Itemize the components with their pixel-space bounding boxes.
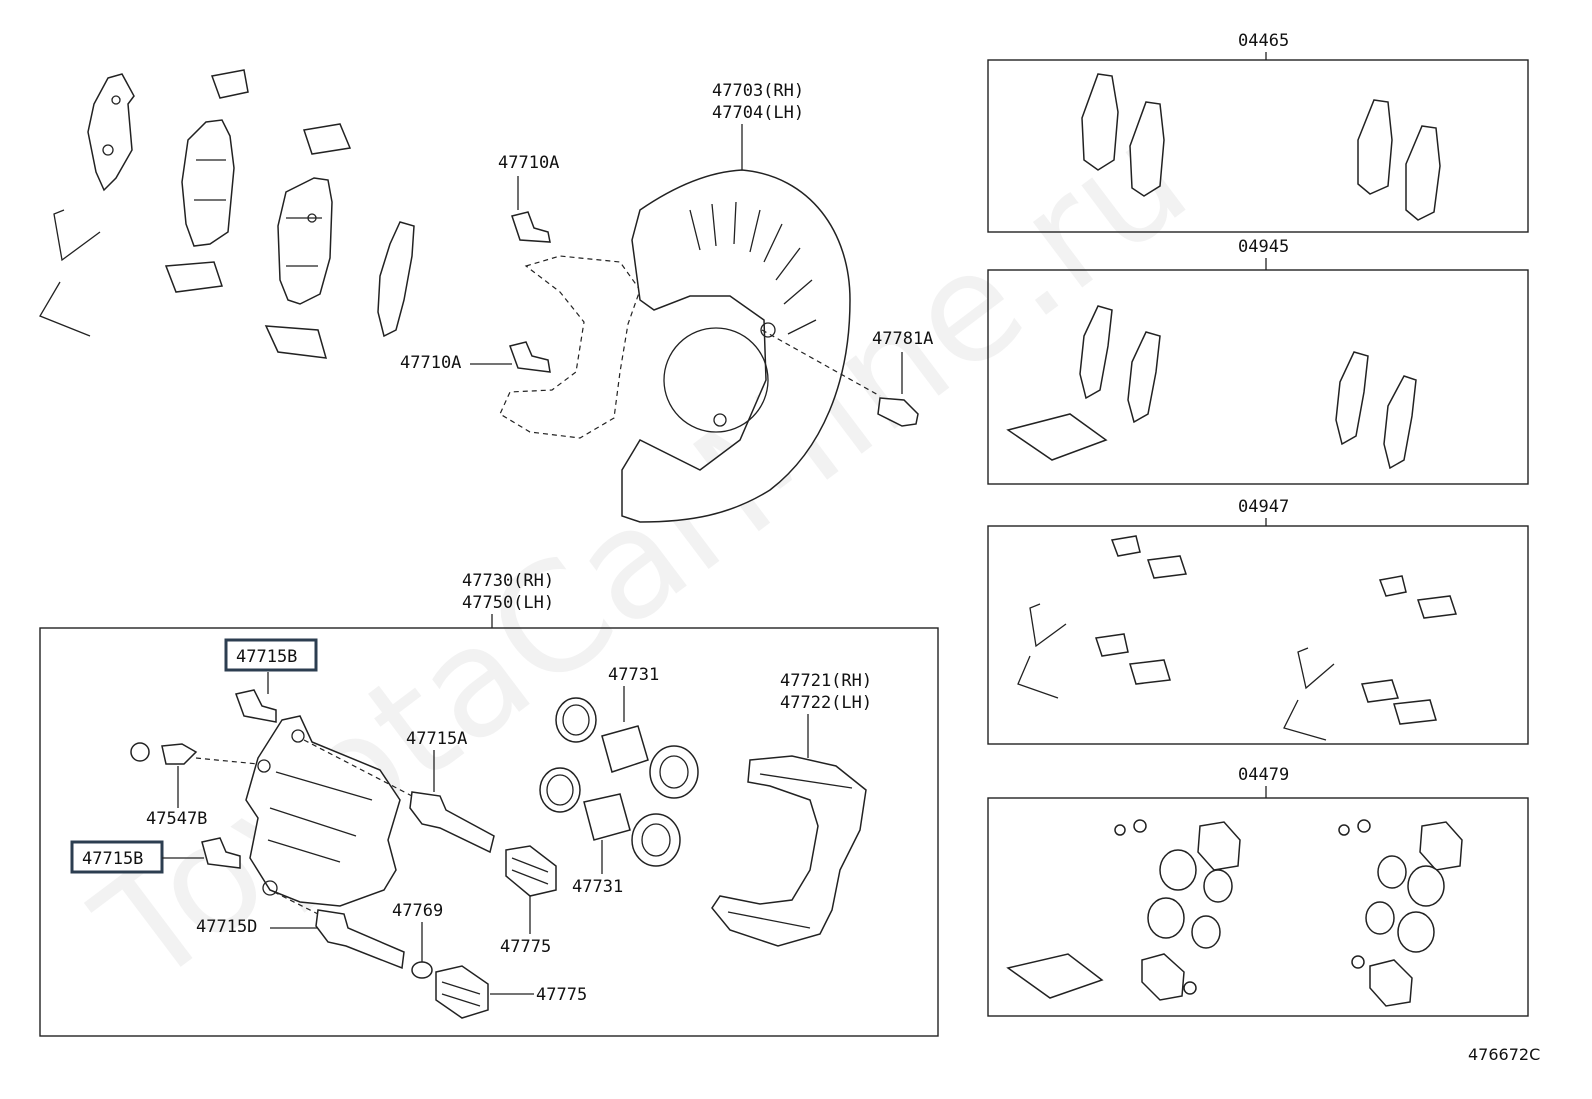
caliper-mount-bolt-top[interactable] — [511, 211, 551, 243]
kit-04465-pads — [1081, 73, 1441, 221]
caliper-assembly-box — [39, 627, 939, 1037]
piston-boot-upper[interactable] — [649, 745, 699, 799]
label-47722-lh: 47722(LH) — [780, 693, 872, 713]
caliper-bolt-47715b-left[interactable] — [201, 837, 241, 869]
highlight-47715b-left[interactable] — [70, 840, 164, 874]
caliper-bolt-47715b-top[interactable] — [235, 689, 277, 723]
slide-pin-47715d[interactable] — [315, 909, 405, 970]
kit-box-04465[interactable] — [987, 59, 1529, 233]
piston-boot-lower[interactable] — [631, 813, 681, 867]
label-kit-04945: 04945 — [1238, 237, 1289, 257]
anti-rattle-spring-2[interactable] — [39, 281, 91, 337]
kit-box-04947[interactable] — [987, 525, 1529, 745]
label-47704-lh: 47704(LH) — [712, 103, 804, 123]
anti-rattle-spring-1[interactable] — [53, 209, 101, 262]
pad-support-clip-top-2[interactable] — [303, 123, 352, 155]
label-kit-04479: 04479 — [1238, 765, 1289, 785]
label-47715b-left: 47715B — [82, 849, 143, 869]
label-47703-rh: 47703(RH) — [712, 81, 804, 101]
caliper-mount-dashed — [499, 255, 641, 439]
bleeder-cap[interactable] — [130, 742, 150, 762]
disc-brake-cylinder-mounting[interactable] — [711, 755, 867, 947]
bushing-47769[interactable] — [411, 961, 433, 979]
kit-box-04945[interactable] — [987, 269, 1529, 485]
label-47731-top: 47731 — [608, 665, 659, 685]
label-47781a: 47781A — [872, 329, 933, 349]
slide-pin-47715a[interactable] — [409, 791, 495, 854]
anti-squeal-shim-right[interactable] — [377, 221, 415, 338]
label-47721-rh: 47721(RH) — [780, 671, 872, 691]
disc-brake-dust-cover[interactable] — [621, 169, 851, 523]
brake-pad-left[interactable] — [181, 119, 235, 247]
label-47710a-middle: 47710A — [400, 353, 461, 373]
caliper-mount-bolt-middle[interactable] — [509, 341, 551, 373]
label-kit-04947: 04947 — [1238, 497, 1289, 517]
piston-seal-ring-upper[interactable] — [555, 697, 597, 743]
kit-box-04479[interactable] — [987, 797, 1529, 1017]
label-47715d: 47715D — [196, 917, 257, 937]
label-47730-rh: 47730(RH) — [462, 571, 554, 591]
label-47731-bottom: 47731 — [572, 877, 623, 897]
pad-support-clip-top-1[interactable] — [210, 69, 249, 99]
kit-04479-seals — [1006, 819, 1463, 1007]
highlight-47715b-top[interactable] — [224, 638, 318, 672]
anti-squeal-shim-left[interactable] — [87, 73, 135, 192]
caliper-cylinder-body[interactable] — [245, 715, 401, 907]
diagram-id: 476672C — [1468, 1045, 1540, 1064]
piston-upper[interactable] — [601, 725, 649, 773]
bleeder-plug-47547b[interactable] — [161, 743, 198, 765]
piston-lower[interactable] — [583, 793, 631, 841]
pad-support-clip-bottom-2[interactable] — [264, 325, 328, 359]
pad-shim-group — [39, 69, 415, 359]
kit-04945-shims — [1006, 305, 1417, 470]
label-47715b-top: 47715B — [236, 647, 297, 667]
label-47769: 47769 — [392, 901, 443, 921]
dust-cover-bolt[interactable] — [877, 397, 919, 427]
kit-04947-clips — [1017, 535, 1458, 741]
label-47715a: 47715A — [406, 729, 467, 749]
label-47775-b: 47775 — [536, 985, 587, 1005]
slide-pin-boot-lower[interactable] — [435, 965, 489, 1019]
piston-seal-ring-lower[interactable] — [539, 767, 581, 813]
label-47710a-top: 47710A — [498, 153, 559, 173]
slide-pin-boot-upper[interactable] — [505, 845, 557, 897]
brake-pad-right[interactable] — [277, 177, 333, 305]
label-47775-a: 47775 — [500, 937, 551, 957]
label-kit-04465: 04465 — [1238, 31, 1289, 51]
label-47547b: 47547B — [146, 809, 207, 829]
label-47750-lh: 47750(LH) — [462, 593, 554, 613]
pad-support-clip-bottom-1[interactable] — [164, 261, 223, 293]
